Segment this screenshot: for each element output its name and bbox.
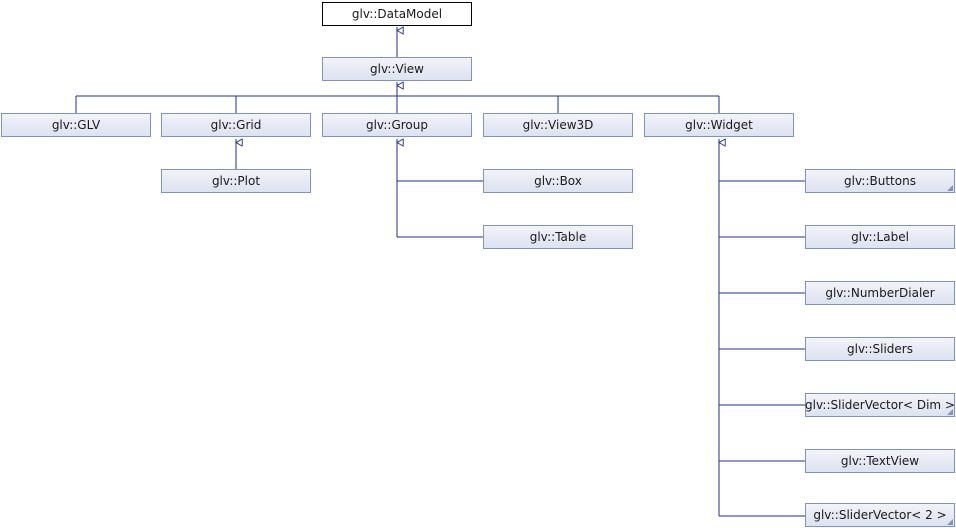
node-slidervector-dim-label: glv::SliderVector< Dim > xyxy=(805,398,955,412)
node-grid-label: glv::Grid xyxy=(210,118,262,132)
node-group-label: glv::Group xyxy=(365,118,428,132)
node-sliders-label: glv::Sliders xyxy=(847,342,913,356)
node-textview-label: glv::TextView xyxy=(840,454,920,468)
node-box[interactable]: glv::Box xyxy=(483,169,633,193)
node-buttons-label: glv::Buttons xyxy=(844,174,916,188)
node-widget-label: glv::Widget xyxy=(685,118,753,132)
node-datamodel-label: glv::DataModel xyxy=(351,7,443,21)
node-view3d[interactable]: glv::View3D xyxy=(483,113,633,137)
node-view3d-label: glv::View3D xyxy=(522,118,594,132)
node-sliders[interactable]: glv::Sliders xyxy=(805,337,955,361)
more-indicator-icon xyxy=(947,519,953,525)
node-label-label: glv::Label xyxy=(851,230,909,244)
node-datamodel[interactable]: glv::DataModel xyxy=(322,2,472,26)
more-indicator-icon xyxy=(947,185,953,191)
node-grid[interactable]: glv::Grid xyxy=(161,113,311,137)
node-slidervector-2[interactable]: glv::SliderVector< 2 > xyxy=(805,503,955,527)
node-glv-label: glv::GLV xyxy=(51,118,101,132)
node-numberdialer[interactable]: glv::NumberDialer xyxy=(805,281,955,305)
node-table[interactable]: glv::Table xyxy=(483,225,633,249)
node-group[interactable]: glv::Group xyxy=(322,113,472,137)
node-buttons[interactable]: glv::Buttons xyxy=(805,169,955,193)
node-label[interactable]: glv::Label xyxy=(805,225,955,249)
node-view[interactable]: glv::View xyxy=(322,57,472,81)
node-view-label: glv::View xyxy=(370,62,424,76)
node-widget[interactable]: glv::Widget xyxy=(644,113,794,137)
node-numberdialer-label: glv::NumberDialer xyxy=(825,286,935,300)
node-slidervector-dim[interactable]: glv::SliderVector< Dim > xyxy=(805,393,955,417)
more-indicator-icon xyxy=(947,409,953,415)
node-glv[interactable]: glv::GLV xyxy=(1,113,151,137)
node-plot[interactable]: glv::Plot xyxy=(161,169,311,193)
node-textview[interactable]: glv::TextView xyxy=(805,449,955,473)
node-slidervector-2-label: glv::SliderVector< 2 > xyxy=(813,508,947,522)
node-box-label: glv::Box xyxy=(534,174,582,188)
node-plot-label: glv::Plot xyxy=(211,174,261,188)
node-table-label: glv::Table xyxy=(529,230,587,244)
